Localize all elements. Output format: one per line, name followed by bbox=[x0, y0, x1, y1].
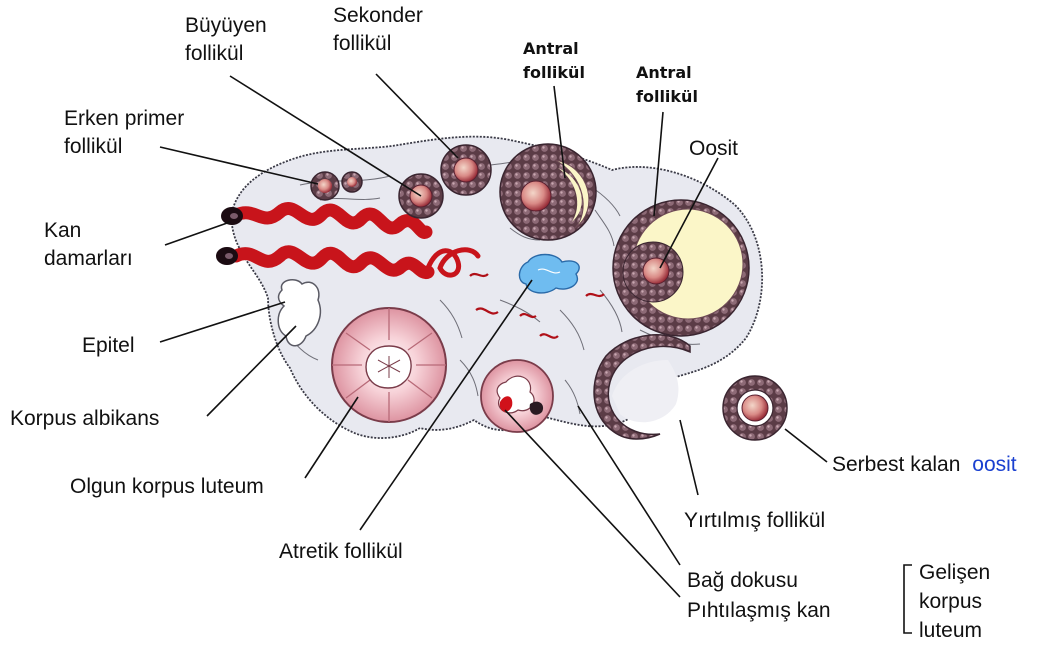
label-olgun-korpus-luteum: Olgun korpus luteum bbox=[70, 475, 264, 498]
label-korpus-albikans: Korpus albikans bbox=[10, 407, 159, 430]
label-antral-follikul-1: Antral follikül bbox=[523, 39, 585, 82]
label-buyuyen-follikul: Büyüyen follikül bbox=[185, 14, 273, 65]
label-antral-follikul-2: Antral follikül bbox=[636, 63, 698, 106]
label-yirtilmis-follikul: Yırtılmış follikül bbox=[684, 509, 825, 532]
label-serbest-kalan-oosit: Serbest kalan oosit bbox=[832, 453, 1017, 476]
label-bag-dokusu: Bağ dokusu bbox=[687, 569, 798, 592]
mature-corpus-luteum bbox=[332, 308, 446, 422]
label-kan-damarlari: Kan damarları bbox=[44, 219, 133, 270]
atretic-follicle bbox=[519, 255, 579, 293]
antral-follicle-small bbox=[500, 144, 596, 240]
developing-corpus-luteum bbox=[481, 360, 553, 432]
label-pihtilasmis-kan: Pıhtılaşmış kan bbox=[687, 599, 831, 622]
label-sekonder-follikul: Sekonder follikül bbox=[333, 4, 429, 55]
label-oosit: Oosit bbox=[689, 137, 738, 160]
label-atretik-follikul: Atretik follikül bbox=[279, 540, 403, 563]
secondary-follicle bbox=[441, 145, 491, 195]
antral-follicle-large bbox=[613, 200, 749, 336]
label-gelisen-korpus-luteum: Gelişen korpus luteum bbox=[919, 561, 996, 642]
label-epitel: Epitel bbox=[82, 334, 135, 357]
released-oocyte bbox=[723, 376, 787, 440]
